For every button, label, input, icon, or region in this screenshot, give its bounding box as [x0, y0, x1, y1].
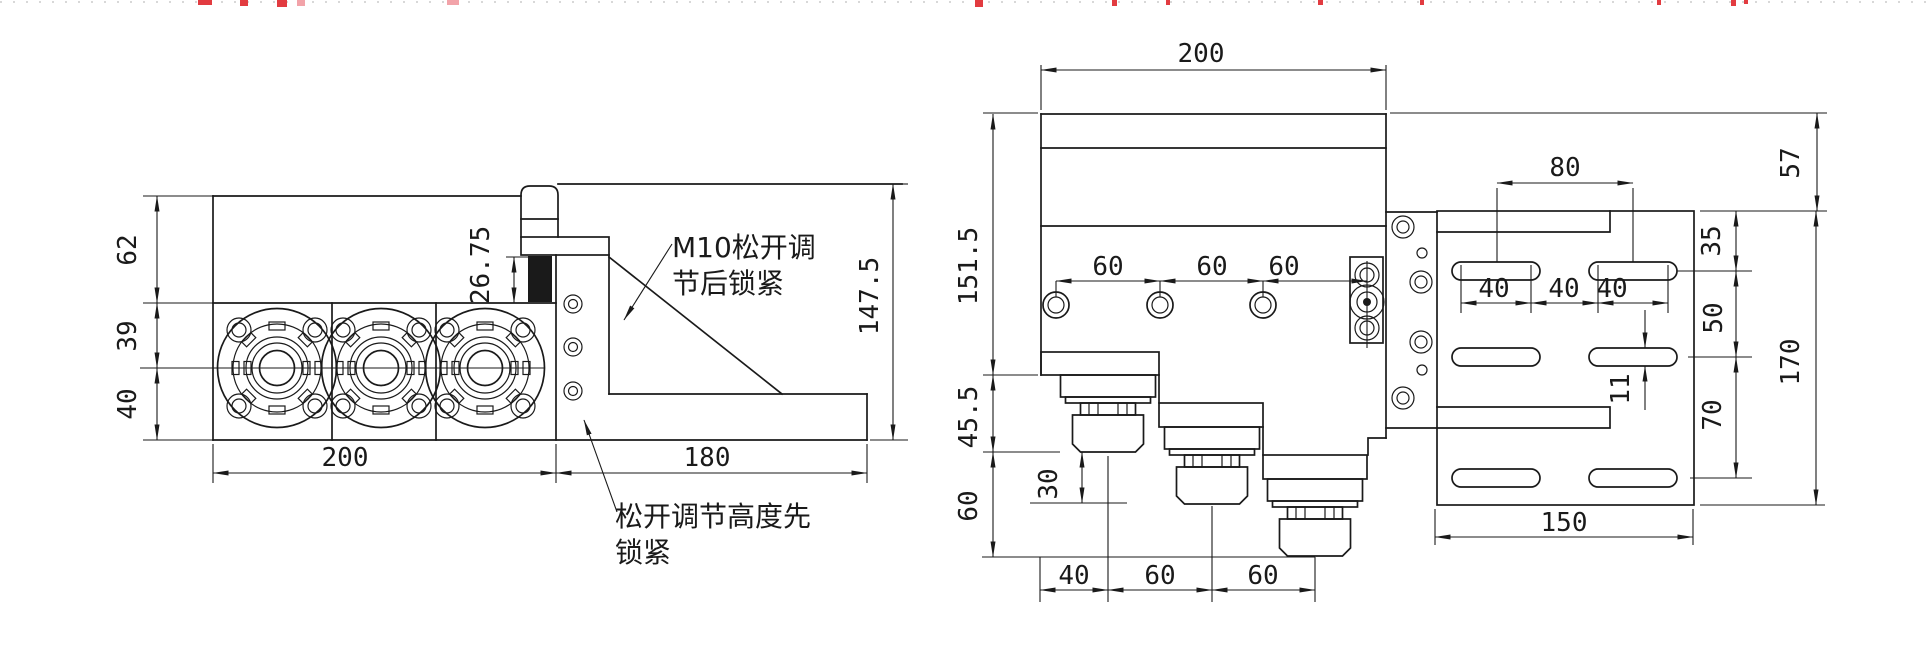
dim-60-bottom2: 60: [1247, 561, 1278, 591]
side-dimensions: 200 151.5 45.5 60 30 40 60: [954, 39, 1827, 602]
front-leader-notes: M10松开调 节后锁紧 松开调节高度先 锁紧: [583, 231, 816, 569]
clamp-block-filled: [528, 256, 552, 302]
collet-chuck-2: [1163, 426, 1261, 505]
dim-60-pitch3: 60: [1268, 252, 1299, 282]
collet-chuck-3: [1266, 478, 1364, 557]
clipped-red-annotation-row: [0, 0, 1927, 7]
dim-26-75: 26.75: [466, 226, 496, 304]
dim-60-pitch1: 60: [1092, 252, 1123, 282]
slot: [1588, 347, 1678, 367]
mounting-plate: [1436, 210, 1695, 506]
side-view: 200 151.5 45.5 60 30 40 60: [954, 39, 1827, 602]
collet-chuck-1: [1059, 374, 1157, 453]
side-body-outline: [1040, 113, 1695, 557]
dim-40-bottom: 40: [1058, 561, 1089, 591]
dim-39: 39: [113, 320, 143, 351]
dim-50: 50: [1699, 302, 1729, 333]
clamp-unit: [1349, 256, 1385, 348]
note-release-line2: 锁紧: [615, 536, 671, 569]
dim-170: 170: [1776, 339, 1806, 386]
dim-70: 70: [1698, 399, 1728, 430]
l-bracket: [557, 183, 903, 441]
clamp-bolt-cap: [520, 185, 559, 238]
dim-40-slot1: 40: [1478, 274, 1509, 304]
note-m10-line2: 节后锁紧: [672, 267, 784, 300]
dim-60-left: 60: [954, 490, 984, 521]
front-body-outline: [140, 183, 903, 441]
dim-45-5: 45.5: [954, 386, 984, 449]
clamp-top-plate: [520, 236, 610, 256]
slot: [1588, 468, 1678, 488]
dim-180: 180: [684, 443, 731, 473]
dim-side-200: 200: [1178, 39, 1225, 69]
dim-40-slot3: 40: [1596, 274, 1627, 304]
dim-80: 80: [1549, 153, 1580, 183]
bracket-hole: [563, 337, 583, 357]
dim-60-bottom1: 60: [1144, 561, 1175, 591]
dim-60-pitch2: 60: [1196, 252, 1227, 282]
dim-151-5: 151.5: [954, 227, 984, 305]
dim-147-5: 147.5: [855, 257, 885, 335]
dim-40-slot2: 40: [1548, 274, 1579, 304]
bracket-hole: [563, 294, 583, 314]
slot: [1451, 468, 1541, 488]
hinge-strip: [1385, 211, 1438, 429]
slot: [1451, 347, 1541, 367]
dim-57: 57: [1776, 147, 1806, 178]
front-dimensions: 62 39 40 200 180 26.75 147.5: [113, 183, 908, 483]
note-m10-line1: M10松开调: [672, 231, 816, 264]
dim-30: 30: [1034, 468, 1064, 499]
dim-200: 200: [322, 443, 369, 473]
note-release-line1: 松开调节高度先: [615, 500, 811, 533]
dim-40: 40: [113, 388, 143, 419]
bracket-hole: [563, 381, 583, 401]
dim-150: 150: [1541, 508, 1588, 538]
front-view: 62 39 40 200 180 26.75 147.5 M10松开调: [113, 183, 908, 569]
dim-35: 35: [1697, 225, 1727, 256]
dim-11: 11: [1606, 373, 1636, 404]
dim-62: 62: [113, 234, 143, 265]
